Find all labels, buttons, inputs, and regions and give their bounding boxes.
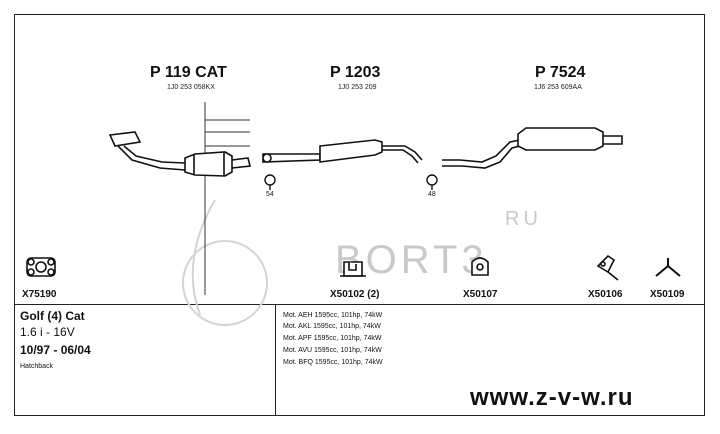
clamp-size-label: 48 (428, 191, 436, 198)
oem-number: 1J6 253 609AA (534, 84, 582, 91)
rubber-mount-icon (471, 257, 489, 276)
website-url[interactable]: www.z-v-w.ru (470, 384, 634, 411)
hanger-bracket-y-icon (655, 258, 681, 277)
watermark-suffix: RU (505, 208, 542, 230)
rear-silencer (442, 127, 623, 169)
oem-number: 1J0 253 209 (338, 84, 377, 91)
clamp-48-icon (426, 174, 438, 190)
part-number: P 119 CAT (150, 64, 227, 81)
fitting-code: X50102 (2) (330, 289, 380, 300)
middle-silencer (262, 139, 423, 164)
motor-spec: Mot. AVU 1595cc, 101hp, 74kW (283, 347, 382, 354)
fitting-code: X50109 (650, 289, 685, 300)
vehicle-engine: 1.6 i - 16V (20, 325, 75, 339)
motor-spec: Mot. AKL 1595cc, 101hp, 74kW (283, 323, 381, 330)
clamp-icon (340, 261, 366, 277)
vehicle-model: Golf (4) Cat (20, 309, 85, 323)
clamp-size-label: 54 (266, 191, 274, 198)
divider-horizontal (14, 304, 705, 305)
oem-number: 1J0 253 058KX (167, 84, 215, 91)
part-number: P 7524 (535, 64, 586, 81)
diagram-frame (14, 14, 705, 416)
flange-gasket-icon (26, 257, 56, 277)
vehicle-body-type: Hatchback (20, 363, 54, 370)
motor-spec: Mot. BFQ 1595cc, 101hp, 74kW (283, 359, 383, 366)
motor-spec: Mot. AEH 1595cc, 101hp, 74kW (283, 312, 383, 319)
motor-spec: Mot. APF 1595cc, 101hp, 74kW (283, 335, 382, 342)
front-pipe-catalyst (108, 131, 251, 177)
vehicle-years: 10/97 - 06/04 (20, 343, 91, 357)
fitting-code: X75190 (22, 289, 57, 300)
watermark-logo (182, 199, 268, 326)
reference-lines (204, 102, 250, 295)
fitting-code: X50106 (588, 289, 623, 300)
hanger-bracket-icon (596, 254, 619, 281)
divider-vertical (275, 304, 276, 416)
fitting-code: X50107 (463, 289, 498, 300)
part-number: P 1203 (330, 64, 381, 81)
clamp-54-icon (264, 174, 276, 190)
